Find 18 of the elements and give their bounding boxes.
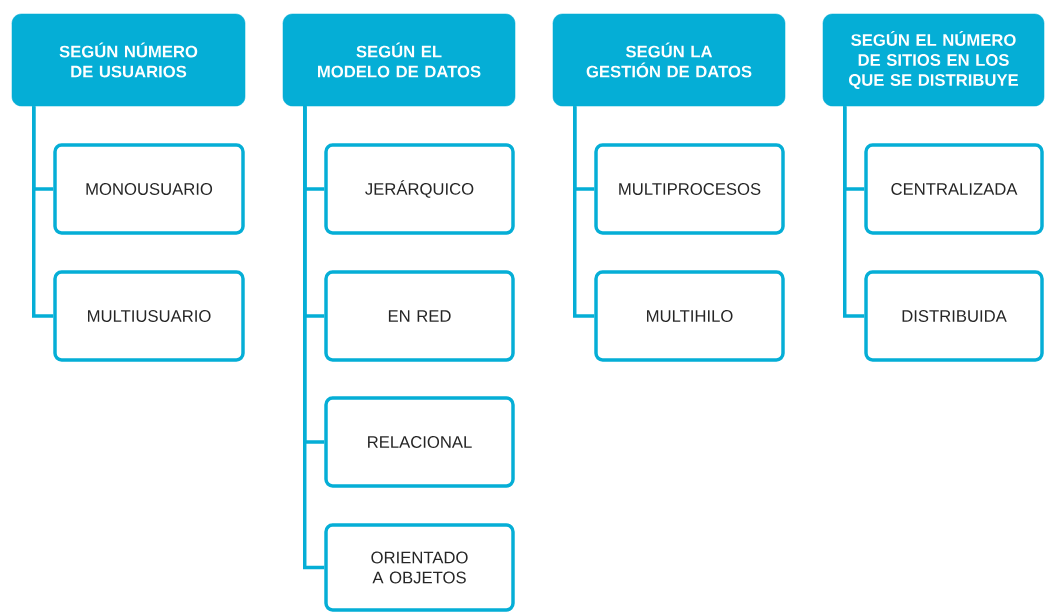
type-box: DISTRIBUIDA bbox=[864, 270, 1044, 362]
connector-line bbox=[303, 106, 325, 570]
type-box: CENTRALIZADA bbox=[864, 143, 1044, 235]
type-box: JERÁRQUICO bbox=[324, 143, 515, 235]
type-box: ORIENTADO A OBJETOS bbox=[324, 523, 515, 612]
category-box: SEGÚN LA GESTIÓN DE DATOS bbox=[552, 13, 786, 107]
type-box: RELACIONAL bbox=[324, 396, 515, 488]
type-box: MONOUSUARIO bbox=[53, 143, 245, 235]
connector-line bbox=[32, 106, 54, 318]
type-box: MULTIHILO bbox=[594, 270, 785, 362]
connector-line bbox=[573, 106, 595, 318]
category-box: SEGÚN EL NÚMERO DE SITIOS EN LOS QUE SE DISTRIBUYE bbox=[822, 13, 1045, 107]
category-box: SEGÚN EL MODELO DE DATOS bbox=[282, 13, 516, 107]
type-box: EN RED bbox=[324, 270, 515, 362]
type-box: MULTIUSUARIO bbox=[53, 270, 245, 362]
type-box: MULTIPROCESOS bbox=[594, 143, 785, 235]
connector-line bbox=[843, 106, 865, 318]
category-box: SEGÚN NÚMERO DE USUARIOS bbox=[11, 13, 246, 107]
